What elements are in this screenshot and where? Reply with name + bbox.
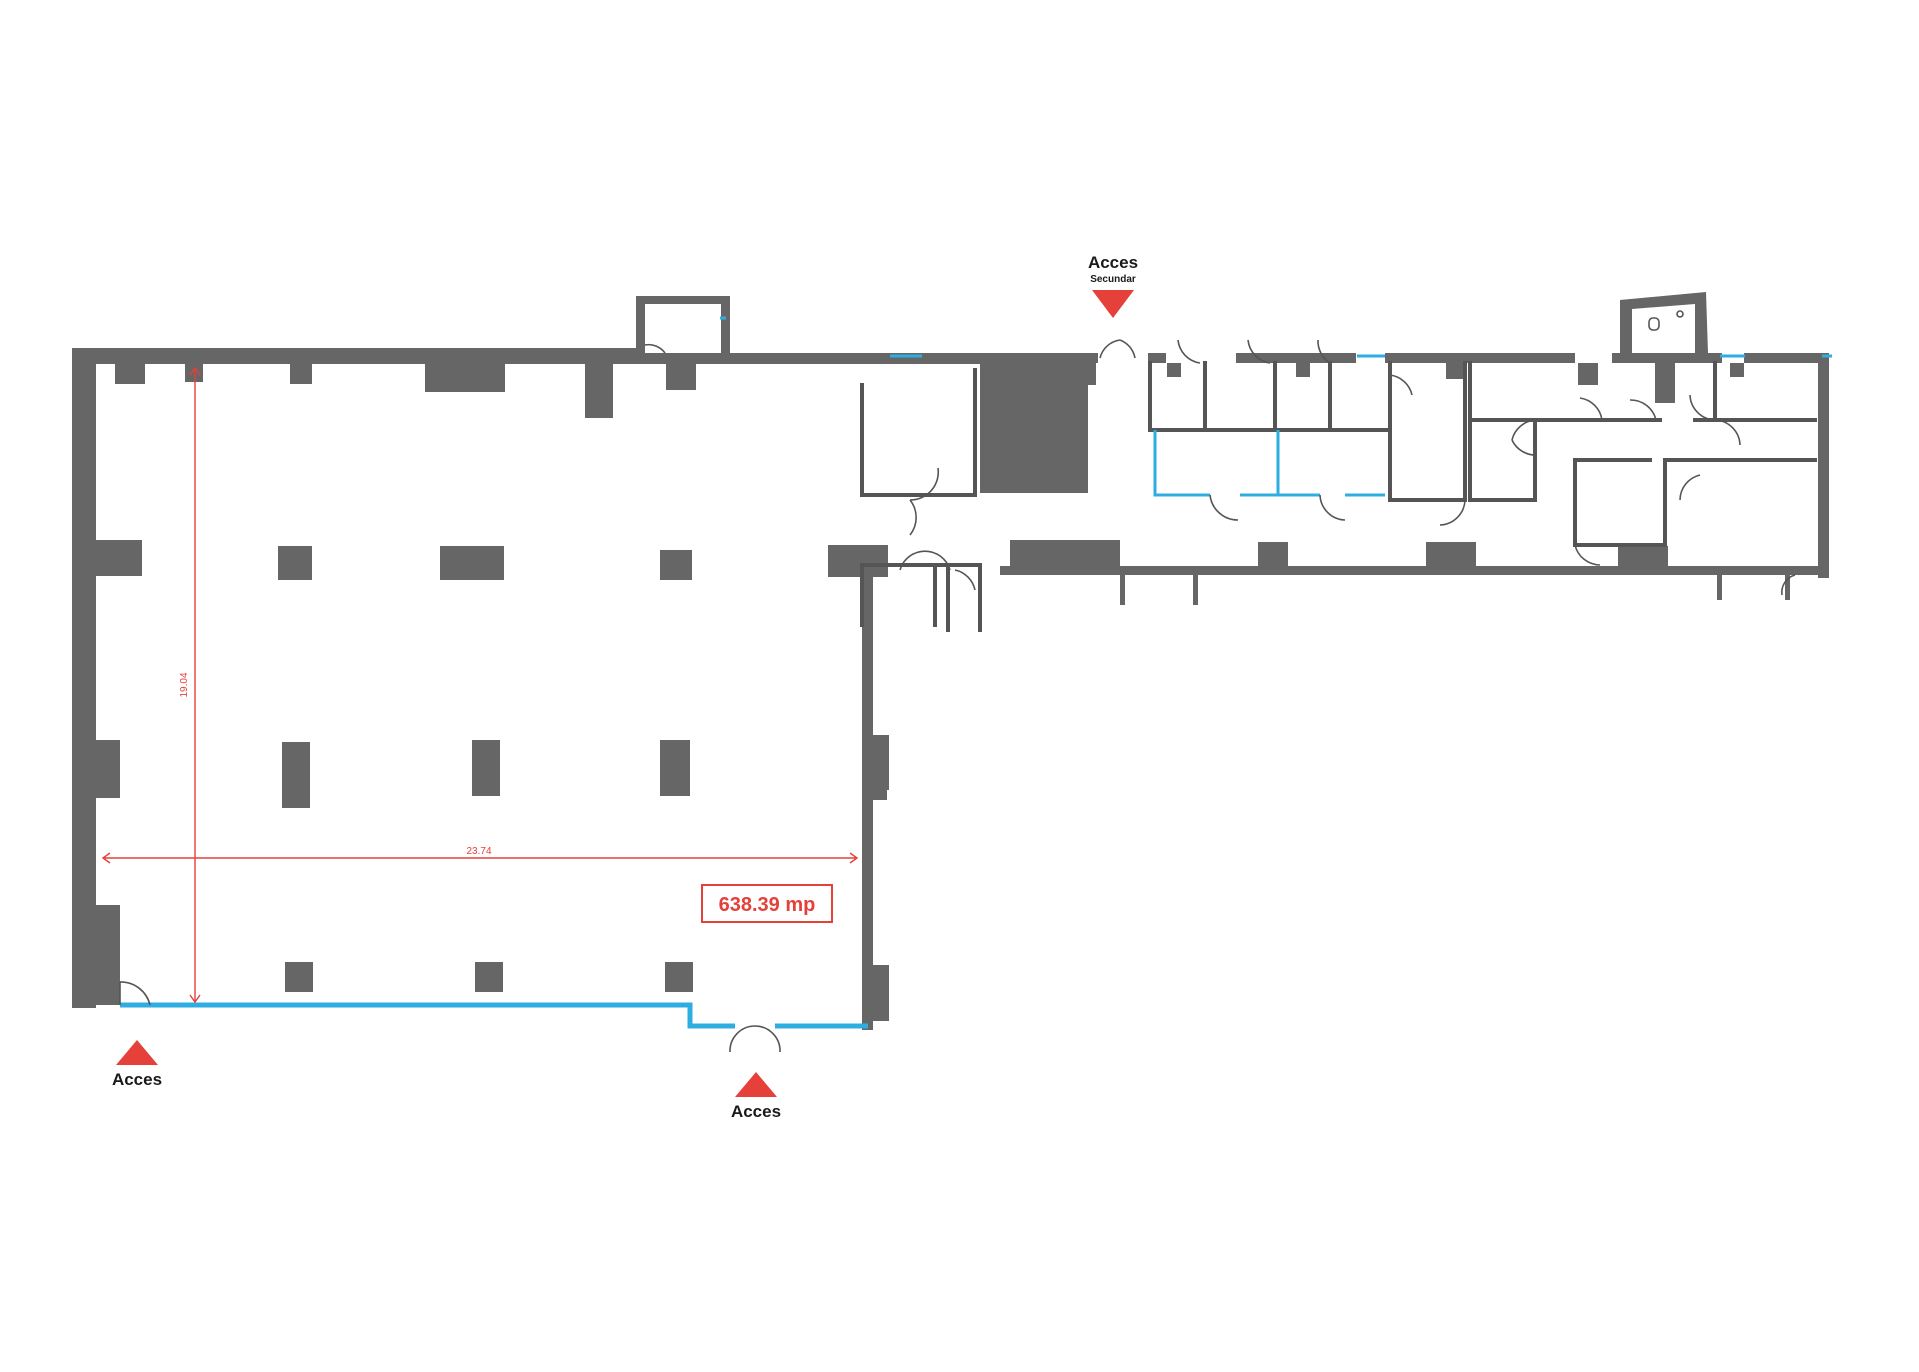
interior-walls [860,361,1817,632]
dimension-lines: 23.74 19.04 [101,366,859,1004]
area-label: 638.39 mp [719,894,816,916]
access-label-center: Acces [731,1102,781,1121]
columns [278,546,693,992]
access-secondary-subtitle: Secundar [1090,274,1136,285]
north-wing [828,292,1829,605]
exterior-walls [72,296,1096,1030]
access-marker-center: Acces [731,1072,781,1121]
dimension-width-label: 23.74 [466,846,491,857]
access-marker-secondary: Acces Secundar [1088,253,1138,318]
glazing [120,316,1832,1029]
area-badge: 638.39 mp [701,884,833,923]
doors [119,310,1796,1053]
access-up-icon [116,1040,158,1065]
access-down-icon [1092,290,1134,318]
access-marker-left: Acces [112,1040,162,1089]
access-secondary-title: Acces [1088,253,1138,272]
dimension-height-label: 19.04 [179,672,190,697]
access-label-left: Acces [112,1070,162,1089]
access-up-icon [735,1072,777,1097]
